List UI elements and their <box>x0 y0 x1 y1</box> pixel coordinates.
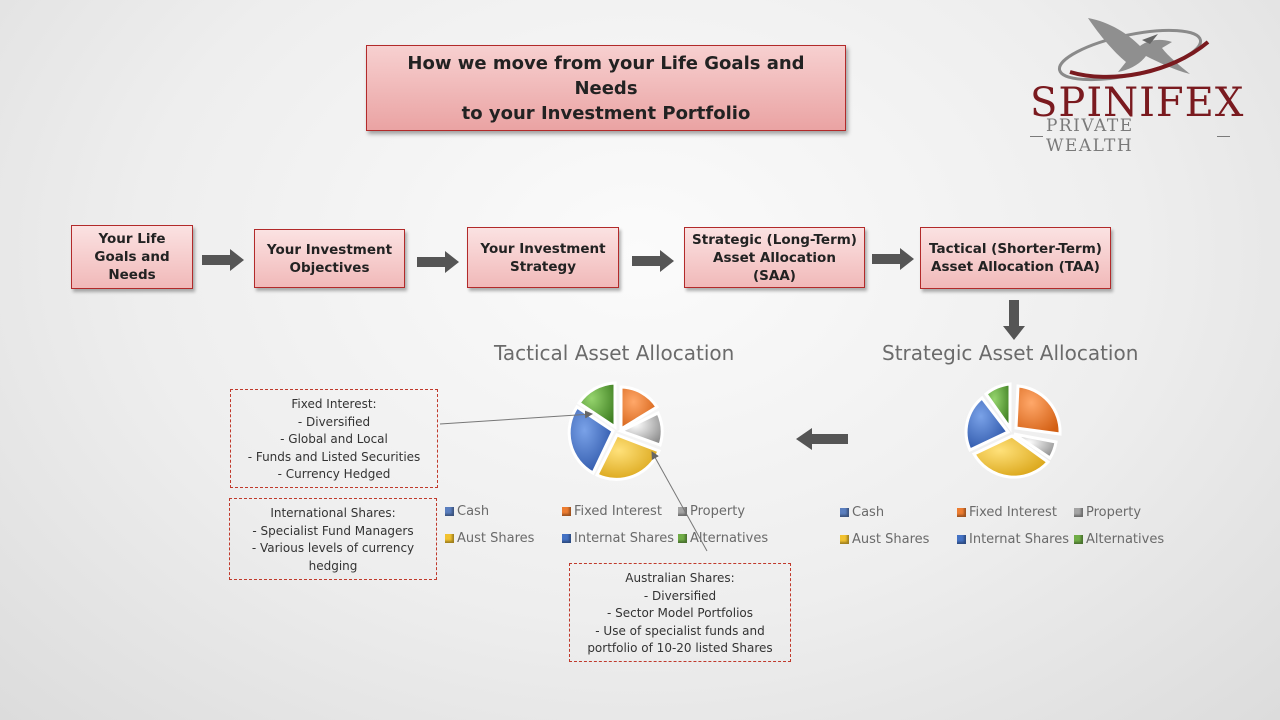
tactical-legend-alternatives: Alternatives <box>678 531 768 546</box>
legend-label: Cash <box>457 504 490 519</box>
strategic-legend-fixed-interest: Fixed Interest <box>957 505 1057 520</box>
arrow-down-icon <box>1003 300 1025 340</box>
tactical-legend-internat-shares: Internat Shares <box>562 531 674 546</box>
arrow-right-icon <box>417 251 459 273</box>
step-label: Your Investment Objectives <box>266 241 393 276</box>
eagle-icon <box>1057 18 1210 82</box>
callout-line: International Shares: <box>270 506 396 520</box>
tagline-rule-right <box>1217 135 1230 137</box>
strategic-legend-alternatives: Alternatives <box>1074 532 1164 547</box>
strategic-legend-property: Property <box>1074 505 1141 520</box>
tactical-legend-fixed-interest: Fixed Interest <box>562 504 662 519</box>
callout-line: portfolio of 10-20 listed Shares <box>587 641 773 656</box>
callout-line: - Various levels of currency <box>251 541 415 556</box>
step-investment-strategy: Your Investment Strategy <box>467 227 619 288</box>
step-saa: Strategic (Long-Term) Asset Allocation (… <box>684 227 865 288</box>
legend-swatch <box>445 534 454 543</box>
callout-line: - Use of specialist funds and <box>595 623 765 638</box>
pie-slices <box>567 381 664 481</box>
pie-slice-alternatives <box>576 381 617 430</box>
callout-international-shares: International Shares: - Specialist Fund … <box>229 498 437 580</box>
tagline-rule-left <box>1030 135 1043 137</box>
step-taa: Tactical (Shorter-Term) Asset Allocation… <box>920 227 1111 289</box>
logo: SPINIFEX PRIVATE WEALTH <box>1030 12 1245 156</box>
tactical-pie-chart <box>567 381 664 481</box>
arrow-right-icon <box>632 250 674 272</box>
legend-label: Internat Shares <box>969 532 1070 547</box>
legend-swatch <box>1074 508 1083 517</box>
legend-label: Aust Shares <box>457 531 535 546</box>
callout-australian-shares: Australian Shares: - Diversified - Secto… <box>569 563 791 662</box>
legend-label: Aust Shares <box>852 532 930 547</box>
callout-line: - Specialist Fund Managers <box>252 523 414 538</box>
step-life-goals: Your Life Goals and Needs <box>71 225 193 289</box>
strategic-chart-title: Strategic Asset Allocation <box>882 341 1139 365</box>
legend-swatch <box>562 507 571 516</box>
legend-label: Internat Shares <box>574 531 675 546</box>
strategic-legend-aust-shares: Aust Shares <box>840 532 929 547</box>
callout-line: - Global and Local <box>280 432 388 447</box>
logo-name: SPINIFEX <box>1030 80 1245 126</box>
pie-slice-alternatives <box>983 382 1012 433</box>
callout-line: - Funds and Listed Securities <box>247 449 421 464</box>
callout-line: Australian Shares: <box>625 571 735 585</box>
callout-line: - Diversified <box>643 588 717 603</box>
callout-line: - Sector Model Portfolios <box>607 606 753 621</box>
step-investment-objectives: Your Investment Objectives <box>254 229 405 288</box>
legend-label: Alternatives <box>1086 532 1165 547</box>
legend-label: Fixed Interest <box>574 504 662 519</box>
legend-label: Fixed Interest <box>969 505 1057 520</box>
tactical-legend-aust-shares: Aust Shares <box>445 531 534 546</box>
callout-line: Fixed Interest: <box>291 397 377 411</box>
tactical-chart-title: Tactical Asset Allocation <box>494 341 735 365</box>
strategic-pie-chart <box>964 382 1062 479</box>
step-label: Your Life Goals and Needs <box>94 231 170 283</box>
legend-label: Cash <box>852 505 885 520</box>
title-line-2: to your Investment Portfolio <box>461 102 751 124</box>
pie-slice-fixed-interest <box>619 385 660 432</box>
strategic-legend-cash: Cash <box>840 505 884 520</box>
legend-swatch <box>678 507 687 516</box>
legend-swatch <box>957 508 966 517</box>
legend-swatch <box>678 534 687 543</box>
callout-fixed-interest: Fixed Interest: - Diversified - Global a… <box>230 389 438 488</box>
legend-label: Alternatives <box>690 531 769 546</box>
legend-swatch <box>840 508 849 517</box>
pie-slice-property <box>1013 432 1058 461</box>
step-label: Your Investment Strategy <box>480 240 606 275</box>
legend-label: Property <box>690 504 746 519</box>
pie-slice-fixed-interest <box>1014 384 1062 436</box>
strategic-legend-internat-shares: Internat Shares <box>957 532 1069 547</box>
legend-swatch <box>840 535 849 544</box>
legend-swatch <box>445 507 454 516</box>
callout-line: - Diversified <box>297 414 371 429</box>
arrow-right-icon <box>202 249 244 271</box>
arrow-left-icon <box>796 428 848 450</box>
pie-slice-property <box>617 410 664 447</box>
legend-swatch <box>957 535 966 544</box>
step-label: Strategic (Long-Term) Asset Allocation (… <box>692 231 857 284</box>
logo-tagline: PRIVATE WEALTH <box>1045 116 1134 156</box>
slide-title: How we move from your Life Goals and Nee… <box>366 45 846 131</box>
pie-slice-aust-shares <box>971 434 1051 479</box>
tactical-legend-cash: Cash <box>445 504 489 519</box>
logo-tagline-row: PRIVATE WEALTH <box>1030 116 1230 156</box>
arrow-right-icon <box>872 248 914 270</box>
callout-line: - Currency Hedged <box>277 467 391 482</box>
pie-slices <box>964 382 1062 479</box>
pie-slice-internat-shares <box>964 395 1011 453</box>
tactical-legend-property: Property <box>678 504 745 519</box>
legend-label: Property <box>1086 505 1142 520</box>
legend-swatch <box>1074 535 1083 544</box>
legend-swatch <box>562 534 571 543</box>
callout-line: hedging <box>308 558 358 573</box>
title-line-1: How we move from your Life Goals and Nee… <box>407 52 805 99</box>
step-label: Tactical (Shorter-Term) Asset Allocation… <box>929 241 1102 275</box>
